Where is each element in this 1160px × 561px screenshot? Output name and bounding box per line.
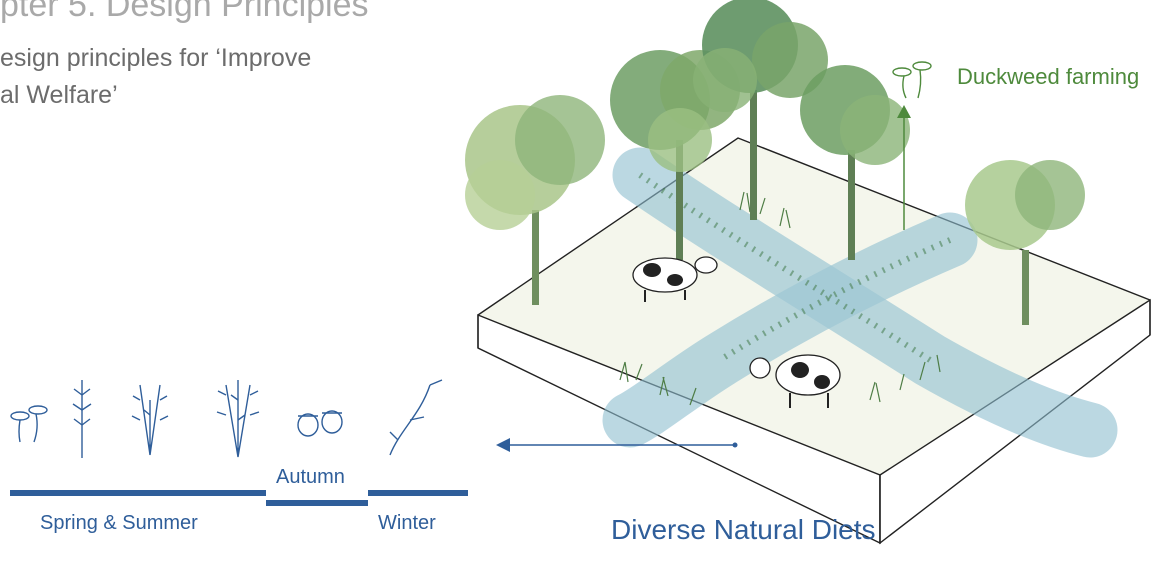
tree-icon [465,95,605,305]
herb-icon [72,380,92,458]
duckweed-arrow [897,105,911,230]
seasonal-icons [10,379,443,458]
spring-summer-bar [10,490,266,496]
subtitle-line-1: esign principles for ‘Improve [0,44,312,72]
tree-icon [965,160,1085,325]
duckweed-label: Duckweed farming [957,64,1140,89]
winter-bar [368,490,468,496]
autumn-bar [266,500,368,506]
season-timeline [10,490,468,506]
mushroom-icon [10,405,48,443]
branch-icon [389,379,443,456]
season-autumn-label: Autumn [276,466,345,488]
bush-icon [216,380,260,458]
season-spring-summer-label: Spring & Summer [40,512,198,534]
shrub-icon [131,384,169,456]
page-subtitle: esign principles for ‘Improve al Welfare… [0,40,400,114]
season-winter-label: Winter [378,512,436,534]
diet-arrow [496,438,738,452]
duckweed-icon [892,61,932,99]
water-channels [602,147,1118,458]
diagram-main-label: Diverse Natural Diets [611,514,876,545]
acorn-icon [297,410,343,437]
tree-icon [693,0,828,220]
cow-icon [749,354,841,408]
chapter-title: pter 5. Design Principles [0,0,369,24]
subtitle-line-2: al Welfare’ [0,81,118,109]
grass [619,191,941,406]
cow-icon [632,256,718,302]
trees [465,0,1085,325]
tree-icon [800,65,910,260]
